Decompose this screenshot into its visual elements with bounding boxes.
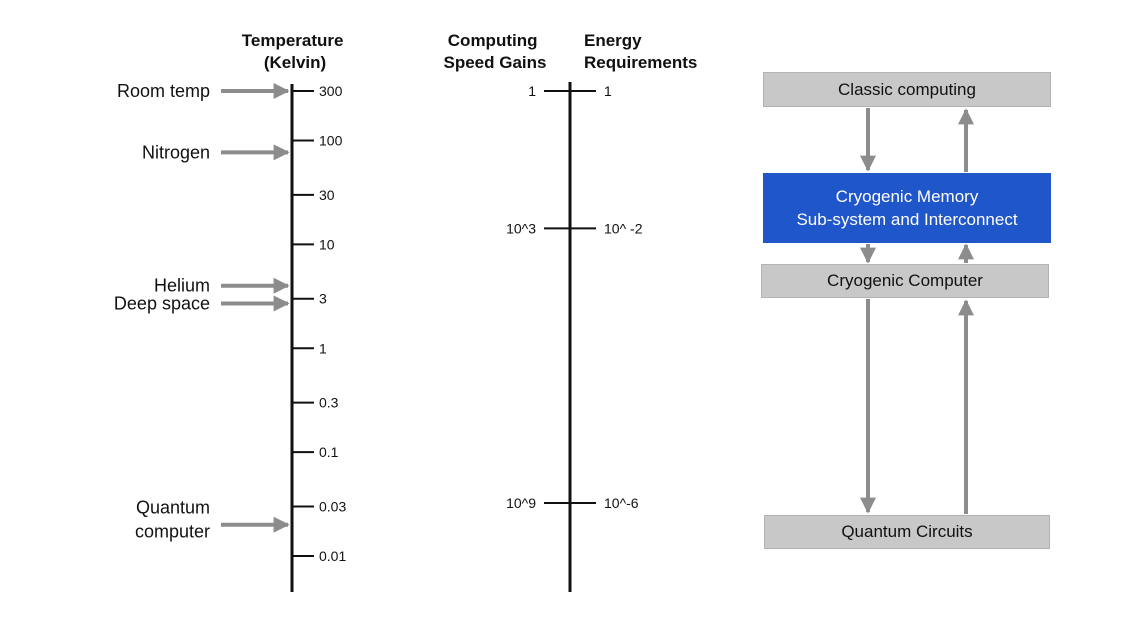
stack-arrows (860, 108, 974, 514)
temperature-tick-label: 0.01 (319, 548, 346, 564)
energy-header-line2: Requirements (584, 53, 697, 72)
quantum-circuits-box: Quantum Circuits (764, 515, 1050, 549)
cryogenic-memory-box: Cryogenic Memory Sub-system and Intercon… (763, 173, 1051, 243)
energy-requirement-label: 10^-6 (604, 495, 639, 511)
temperature-marker-label: Helium (154, 276, 210, 296)
temperature-marker-label-line: Room temp (117, 81, 210, 101)
speed-gains-header-line1: Computing (448, 31, 538, 50)
temperature-marker-label-line: Helium (154, 276, 210, 296)
temperature-header-line1: Temperature (242, 31, 344, 50)
cryogenic-memory-label-line1: Cryogenic Memory (835, 187, 979, 206)
temperature-tick-label: 0.1 (319, 444, 339, 460)
temperature-scale: Temperature (Kelvin) 300 100 30 10 3 1 0.3 0.1 0… (114, 31, 348, 592)
speed-gains-header-line2: Speed Gains (444, 53, 547, 72)
temperature-marker-label: Room temp (117, 81, 210, 101)
speed-gains-header: Computing Speed Gains (444, 31, 547, 72)
cryogenic-computer-label: Cryogenic Computer (827, 271, 983, 290)
temperature-header-line2: (Kelvin) (264, 53, 326, 72)
speed-gain-label: 10^3 (506, 220, 536, 236)
temperature-tick-label: 30 (319, 187, 335, 203)
energy-header: Energy Requirements (584, 31, 697, 72)
energy-requirement-label: 10^ -2 (604, 220, 643, 236)
gains-rows: 1 1 10^3 10^ -2 10^9 10^-6 (506, 83, 643, 511)
classic-computing-box: Classic computing (763, 72, 1051, 107)
speed-gain-label: 1 (528, 83, 536, 99)
speed-gain-label: 10^9 (506, 495, 536, 511)
temperature-tick-label: 0.03 (319, 498, 346, 514)
temperature-marker-label-line: Quantum (136, 498, 210, 518)
temperature-marker-label: Quantum computer (135, 498, 210, 542)
energy-header-line1: Energy (584, 31, 642, 50)
temperature-tick-label: 1 (319, 340, 327, 356)
gains-scale: Computing Speed Gains Energy Requirement… (444, 31, 697, 592)
temperature-tick-label: 0.3 (319, 395, 339, 411)
temperature-tick-label: 10 (319, 236, 335, 252)
temperature-ticks: 300 100 30 10 3 1 0.3 0.1 0.03 0.01 (292, 83, 346, 564)
quantum-circuits-label: Quantum Circuits (841, 522, 973, 541)
energy-requirement-label: 1 (604, 83, 612, 99)
temperature-tick-label: 3 (319, 291, 327, 307)
temperature-marker-label: Nitrogen (142, 142, 210, 162)
temperature-tick-label: 300 (319, 83, 343, 99)
temperature-marker-label-line: computer (135, 522, 210, 542)
temperature-header: Temperature (Kelvin) (242, 31, 348, 72)
temperature-marker-label: Deep space (114, 293, 210, 313)
classic-computing-label: Classic computing (838, 79, 976, 99)
temperature-tick-label: 100 (319, 133, 343, 149)
cryogenic-memory-label-line2: Sub-system and Interconnect (796, 210, 1018, 229)
temperature-marker-label-line: Deep space (114, 293, 210, 313)
cryogenic-computer-box: Cryogenic Computer (761, 264, 1049, 298)
temperature-marker-label-line: Nitrogen (142, 142, 210, 162)
